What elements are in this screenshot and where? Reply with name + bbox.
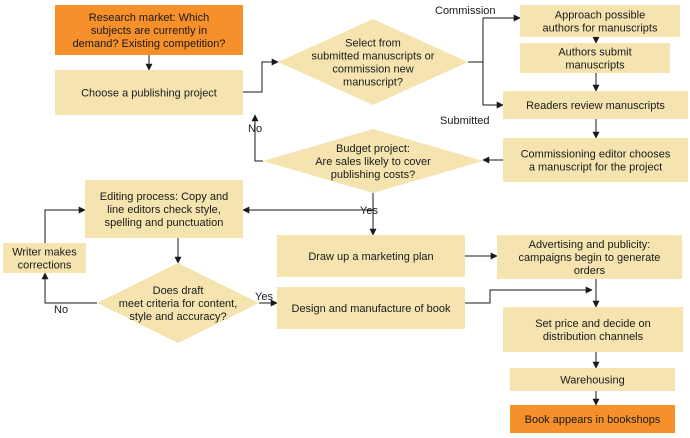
node-label-line: orders [574, 265, 606, 277]
node-label-line: Commissioning editor chooses [521, 149, 671, 161]
node-box [3, 243, 86, 273]
node-label-line: Book appears in bookshops [525, 414, 661, 426]
node-box [503, 138, 688, 182]
node-label-line: Design and manufacture of book [292, 303, 451, 315]
node-label-line: style and accuracy? [129, 311, 226, 323]
node-label-line: spelling and punctuation [105, 217, 224, 229]
connector-layer [41, 14, 600, 406]
node-label-line: Set price and decide on [535, 318, 651, 330]
node-advertising: Advertising and publicity:campaigns begi… [497, 235, 682, 279]
edge-label-no-draft: No [54, 304, 68, 316]
node-label-line: campaigns begin to generate [519, 252, 661, 264]
node-label-line: corrections [18, 260, 72, 272]
connector-choose-to-select [243, 58, 279, 93]
decision-diamond [278, 19, 468, 105]
node-label-line: Choose a publishing project [81, 88, 217, 100]
edge-label-yes-budget: Yes [360, 205, 378, 217]
node-label-line: Editing process: Copy and [100, 191, 228, 203]
node-marketing-plan: Draw up a marketing plan [277, 235, 465, 277]
node-label-line: Does draft [153, 285, 204, 297]
decision-diamond [263, 129, 483, 193]
connector-draft-no-to-writer [41, 272, 97, 304]
node-label-line: Budget project: [336, 143, 410, 155]
node-choose-project: Choose a publishing project [55, 70, 243, 115]
node-label-line: demand? Existing competition? [73, 38, 226, 50]
node-label-line: meet criteria for content, [119, 298, 238, 310]
node-box [85, 180, 243, 238]
node-box [277, 235, 465, 277]
node-label-line: Warehousing [560, 375, 624, 387]
edge-label-submitted: Submitted [440, 115, 490, 127]
node-readers-review: Readers review manuscripts [503, 91, 688, 119]
node-label-line: manuscripts [565, 60, 625, 72]
node-warehousing: Warehousing [510, 368, 675, 391]
node-box [503, 307, 683, 352]
decision-diamond [97, 263, 259, 343]
node-box [55, 5, 243, 55]
node-label-line: Select from [345, 38, 401, 50]
node-label-line: Advertising and publicity: [529, 239, 651, 251]
connector-select-to-readers [482, 62, 504, 109]
node-label-line: Research market: Which [89, 12, 209, 24]
node-label-line: distribution channels [543, 331, 644, 343]
node-label-line: commission new [332, 64, 413, 76]
edge-label-no-budget: No [248, 123, 262, 135]
node-box [510, 368, 675, 391]
node-design-manufacture: Design and manufacture of book [277, 287, 465, 329]
node-label-line: Writer makes [12, 247, 77, 259]
node-label-line: Are sales likely to cover [315, 156, 431, 168]
node-box [55, 70, 243, 115]
node-label-line: line editors check style, [107, 204, 221, 216]
node-box [497, 235, 682, 279]
connector-budget-no-to-choose [251, 114, 263, 162]
node-budget-project: Budget project:Are sales likely to cover… [263, 129, 483, 193]
node-label-line: a manuscript for the project [529, 162, 662, 174]
node-label-line: Draw up a marketing plan [308, 251, 433, 263]
node-box [520, 5, 680, 37]
node-label-line: manuscript? [343, 77, 403, 89]
node-box [510, 405, 675, 433]
node-label-line: submitted manuscripts or [312, 51, 435, 63]
node-label-line: Authors submit [558, 47, 631, 59]
connector-select-to-approach [468, 14, 521, 63]
node-box [503, 91, 688, 119]
edge-label-yes-draft: Yes [255, 291, 273, 303]
connector-writer-to-editing [44, 206, 86, 243]
node-label-line: Approach possible [555, 10, 646, 22]
node-bookshops: Book appears in bookshops [510, 405, 675, 433]
node-label-line: authors for manuscripts [543, 23, 658, 35]
connector-design-to-setprice [465, 286, 593, 304]
node-label-line: publishing costs? [331, 169, 415, 181]
node-label-line: Readers review manuscripts [526, 100, 665, 112]
edge-label-commission: Commission [435, 5, 496, 17]
node-label-line: subjects are currently in [91, 25, 207, 37]
node-box [277, 287, 465, 329]
node-box [520, 43, 670, 73]
